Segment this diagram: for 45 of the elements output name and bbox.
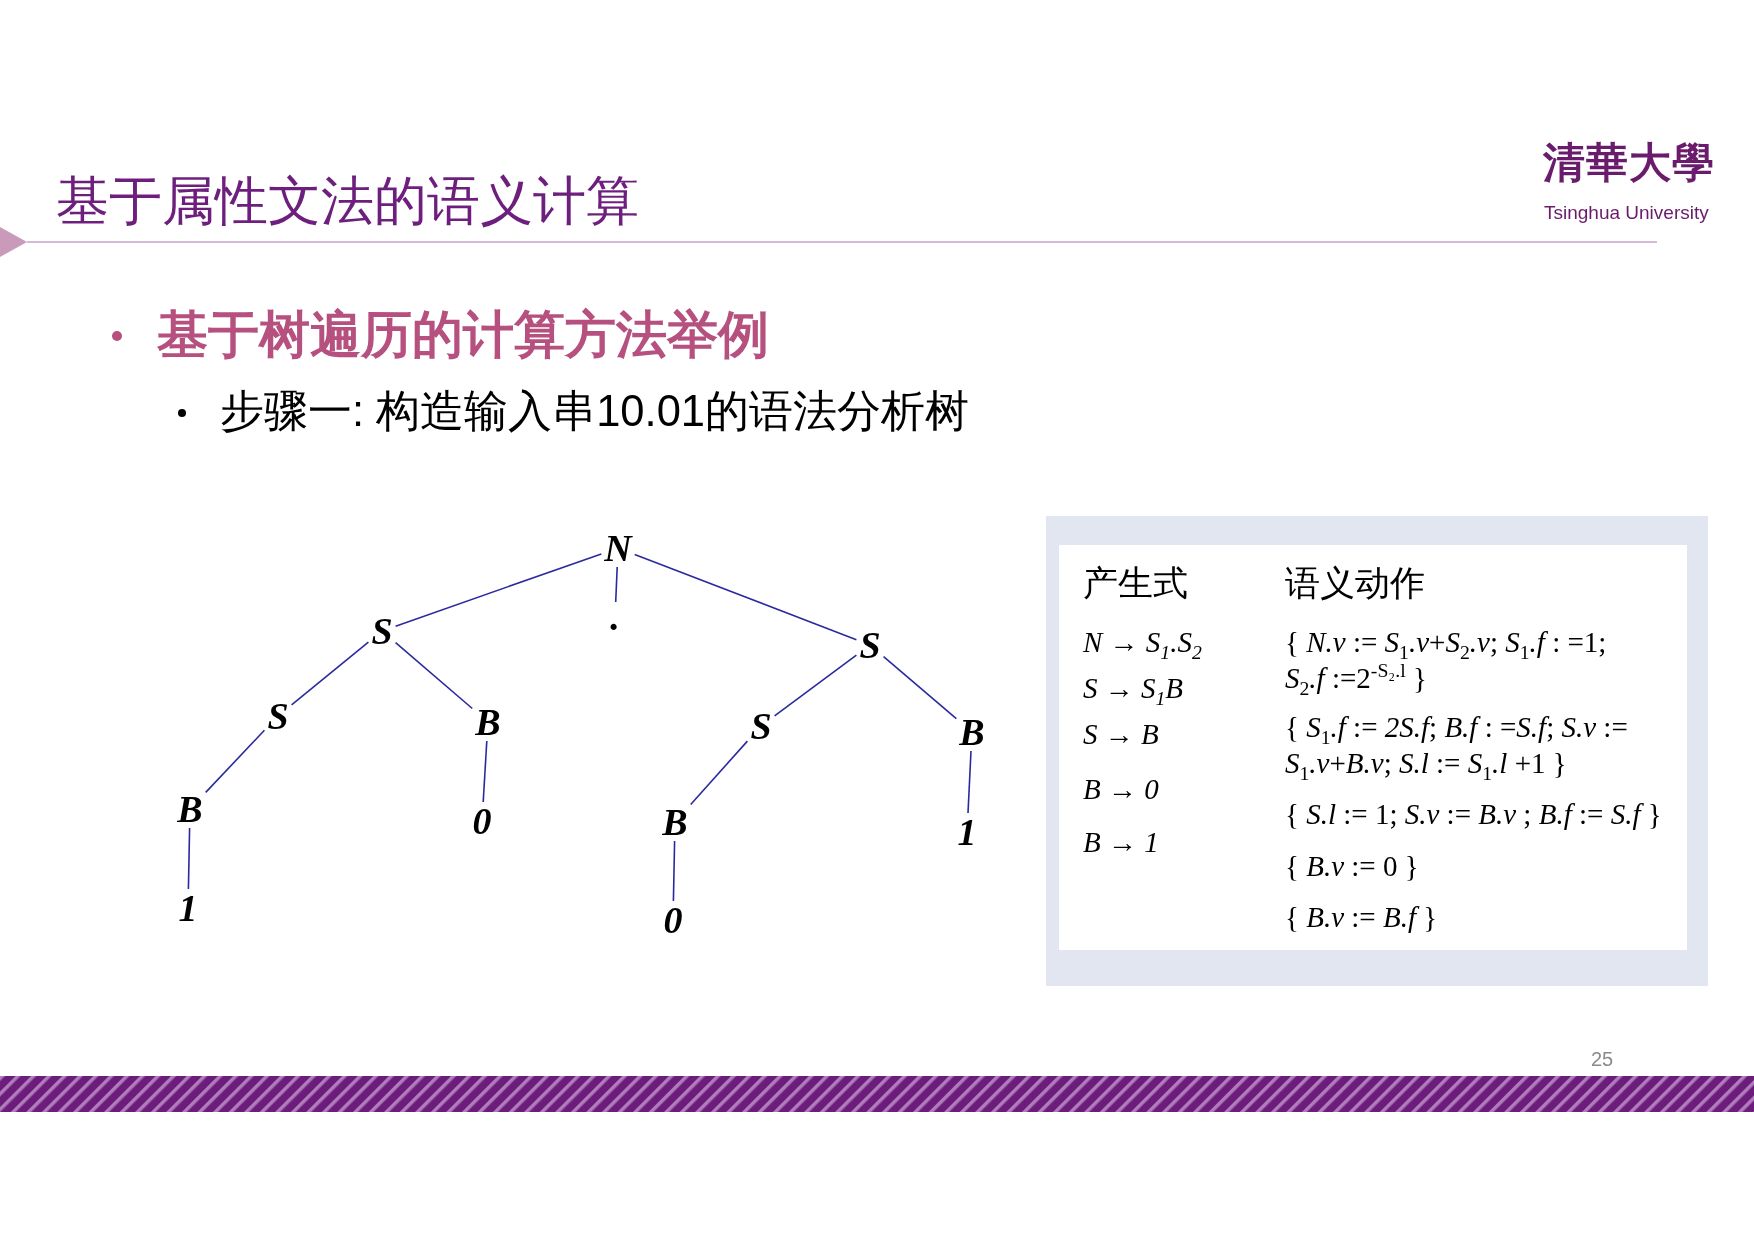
tree-edge [882, 655, 958, 720]
university-name: Tsinghua University [1544, 201, 1709, 225]
symbol-label: S [856, 626, 884, 664]
symbol-label: 0 [469, 802, 495, 840]
tree-edge [614, 566, 618, 603]
tree-edge [689, 740, 749, 806]
slide-title: 基于属性文法的语义计算 [56, 171, 639, 231]
semantic-action: { B.v := B.f } [1285, 900, 1438, 935]
symbol-label: S [747, 707, 775, 745]
symbol-label: B [659, 803, 691, 841]
production-rule: B → 0 [1083, 772, 1159, 807]
tree-edge [394, 641, 474, 710]
semantic-action: { S$_{1}$.f := 2S.f; B.f : =S.f; S.v := S$_{1}$.v+B.v; S.l := S$_{1}$.l +1 } [1285, 710, 1629, 781]
bullet-heading: 基于树遍历的计算方法举例 [157, 305, 769, 365]
tree-edge [290, 641, 370, 706]
semantic-action: { B.v := 0 } [1285, 849, 1419, 884]
tree-edge [204, 729, 266, 794]
symbol-label: B [956, 713, 988, 751]
production-rule: S → B [1083, 717, 1159, 752]
university-name: 清華大學 [1543, 137, 1715, 189]
page-number: 25 [1591, 1047, 1614, 1072]
bullet-text: 步骤一: 构造输入串10.01的语法分析树 [220, 386, 970, 437]
symbol-label: S [264, 697, 292, 735]
tree-edge [967, 750, 972, 814]
symbol-label: B [174, 790, 206, 828]
semantic-action: { N.v := S$_{1}$.v+S$_{2}$.v; S$_{1}$.f : =1; S$_{2}$.f :=2$^{-S₂.l}$ } [1285, 625, 1608, 696]
symbol-label: 1 [175, 889, 201, 927]
production-rule: S → S$_{1}$B [1083, 671, 1184, 706]
production-rule: N → S$_{1}$.S$_{2}$ [1083, 625, 1202, 660]
column-header: 语义动作 [1285, 562, 1425, 604]
semantic-action: { S.l := 1; S.v := B.v ; B.f := S.f } [1285, 797, 1662, 832]
symbol-label: . [607, 602, 623, 632]
symbol-label: S [368, 612, 396, 650]
symbol-label: N [601, 529, 635, 567]
tree-edge [394, 553, 603, 627]
tree-edge [773, 654, 858, 717]
tree-edge [187, 827, 191, 890]
production-rule: B → 1 [1083, 825, 1159, 860]
symbol-label: B [472, 703, 504, 741]
tree-edge [633, 553, 858, 641]
tree-edge [482, 740, 488, 803]
column-header: 产生式 [1083, 562, 1188, 604]
symbol-label: 1 [954, 813, 980, 851]
symbol-label: 0 [660, 901, 686, 939]
tree-edge [672, 840, 676, 902]
